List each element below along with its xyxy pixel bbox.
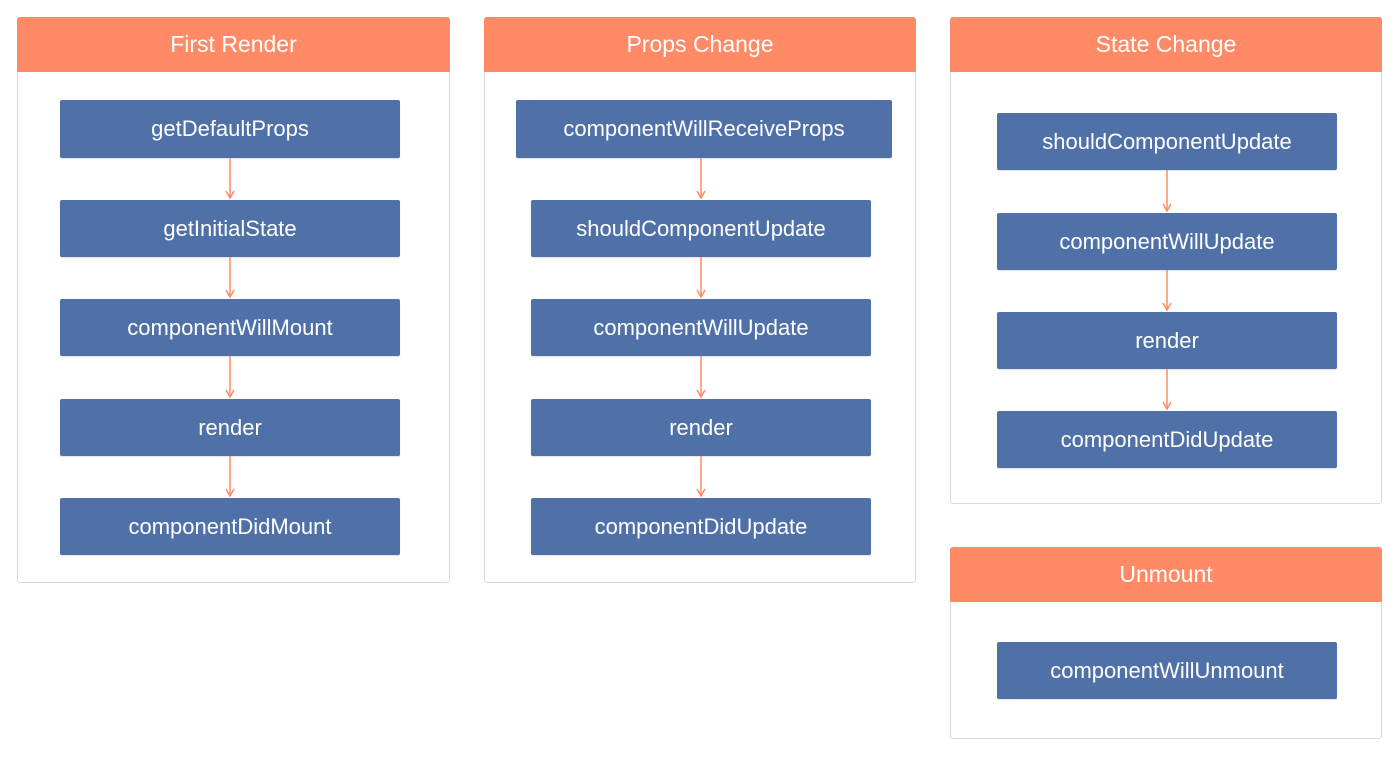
arrow-down-icon	[696, 456, 706, 498]
node-component-will-unmount: componentWillUnmount	[997, 642, 1337, 699]
node-get-initial-state: getInitialState	[60, 200, 400, 257]
node-component-did-update: componentDidUpdate	[531, 498, 871, 555]
panel-state-change: State Change shouldComponentUpdate compo…	[950, 17, 1382, 504]
panel-title: First Render	[17, 17, 450, 72]
panel-props-change: Props Change componentWillReceiveProps s…	[484, 17, 916, 583]
arrow-down-icon	[225, 456, 235, 498]
node-render: render	[997, 312, 1337, 369]
arrow-down-icon	[225, 257, 235, 299]
node-component-did-update: componentDidUpdate	[997, 411, 1337, 468]
panel-title: Props Change	[484, 17, 916, 72]
arrow-down-icon	[1162, 270, 1172, 312]
panel-title: State Change	[950, 17, 1382, 72]
arrow-down-icon	[225, 356, 235, 399]
node-should-component-update: shouldComponentUpdate	[997, 113, 1337, 170]
node-component-will-receive-props: componentWillReceiveProps	[516, 100, 892, 158]
arrow-down-icon	[1162, 369, 1172, 411]
node-component-will-update: componentWillUpdate	[997, 213, 1337, 270]
arrow-down-icon	[696, 356, 706, 399]
arrow-down-icon	[1162, 170, 1172, 213]
panel-unmount: Unmount componentWillUnmount	[950, 547, 1382, 739]
node-render: render	[531, 399, 871, 456]
node-should-component-update: shouldComponentUpdate	[531, 200, 871, 257]
node-get-default-props: getDefaultProps	[60, 100, 400, 158]
panel-first-render: First Render getDefaultProps getInitialS…	[17, 17, 450, 583]
arrow-down-icon	[696, 158, 706, 200]
arrow-down-icon	[225, 158, 235, 200]
node-component-did-mount: componentDidMount	[60, 498, 400, 555]
node-component-will-mount: componentWillMount	[60, 299, 400, 356]
panel-title: Unmount	[950, 547, 1382, 602]
arrow-down-icon	[696, 257, 706, 299]
node-render: render	[60, 399, 400, 456]
node-component-will-update: componentWillUpdate	[531, 299, 871, 356]
